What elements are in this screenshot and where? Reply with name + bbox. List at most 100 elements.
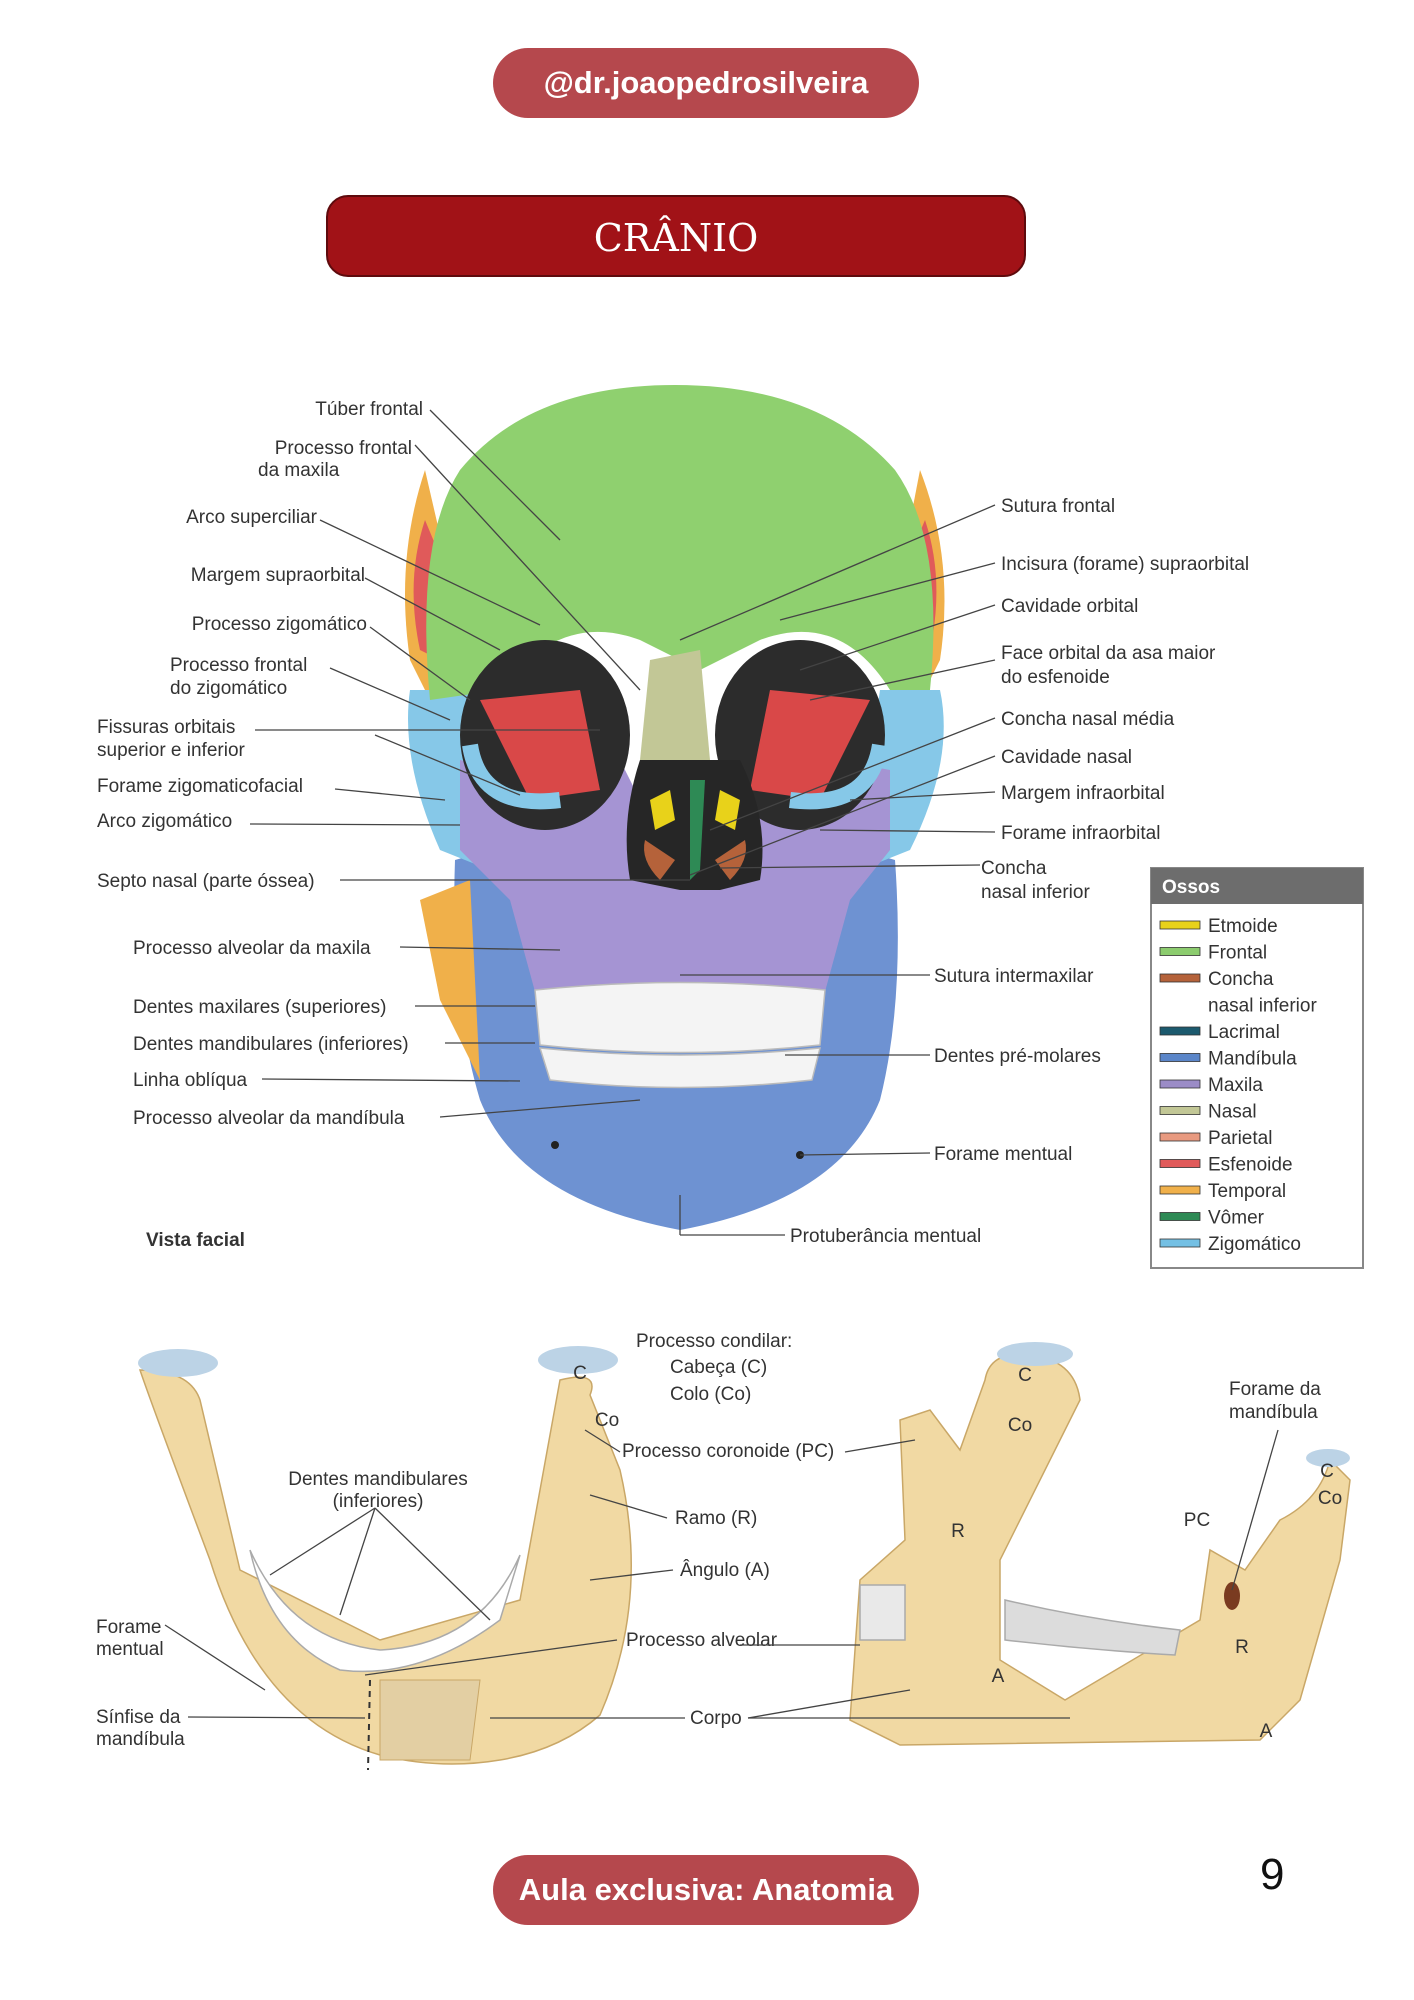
label-orbital-face-1: Face orbital da asa maior <box>1001 643 1216 664</box>
skull-leader-lines <box>249 409 996 1236</box>
label-inferior-concha-1: Concha <box>981 858 1047 879</box>
legend-label: nasal inferior <box>1208 996 1317 1017</box>
legend-label: Parietal <box>1208 1128 1272 1149</box>
mandibular-foramen <box>1224 1582 1240 1610</box>
label-frontal-process-maxilla-1: Processo frontal <box>275 438 412 459</box>
label-middle-concha: Concha nasal média <box>1001 709 1175 730</box>
label-symphysis-1: Sínfise da <box>96 1707 181 1728</box>
orbit-floor-right <box>789 743 888 810</box>
lateral-condyle-head-2 <box>1306 1449 1350 1467</box>
label-mandibular-foramen-1: Forame da <box>1229 1379 1321 1400</box>
letter-lateral-coronoid: PC <box>1184 1510 1210 1531</box>
label-orbital-fissures-2: superior e inferior <box>97 740 246 761</box>
label-supraorbital-notch: Incisura (forame) supraorbital <box>1001 554 1249 575</box>
label-symphysis-2: mandíbula <box>96 1729 185 1750</box>
lateral-condyle-head <box>997 1342 1073 1366</box>
footer-badge: Aula exclusiva: Anatomia <box>493 1855 919 1925</box>
legend-title: Ossos <box>1162 877 1220 898</box>
skull-left-labels: Túber frontal Processo frontal da maxila… <box>97 399 423 1251</box>
label-mandibular-teeth: Dentes mandibulares (inferiores) <box>133 1034 409 1055</box>
frontal-bone <box>426 385 934 700</box>
label-coronoid-process: Processo coronoide (PC) <box>622 1441 834 1462</box>
nasal-septum <box>690 780 705 880</box>
label-mental-protuberance: Protuberância mentual <box>790 1226 981 1247</box>
skull-right-labels: Sutura frontal Incisura (forame) supraor… <box>790 496 1249 1247</box>
letter-lateral-neck: Co <box>1008 1415 1032 1436</box>
nasal-bone <box>640 650 710 770</box>
mandible-front-labels: Processo condilar: Cabeça (C) Colo (Co) … <box>96 1331 834 1750</box>
label-condylar-neck: Colo (Co) <box>670 1384 751 1405</box>
legend-swatch <box>1159 1106 1201 1115</box>
legend-swatch <box>1159 1238 1201 1248</box>
page-number: 9 <box>1260 1850 1285 1899</box>
label-mental-foramen-2: mentual <box>96 1639 164 1660</box>
legend-swatch <box>1159 1159 1201 1168</box>
label-condylar-head: Cabeça (C) <box>670 1357 767 1378</box>
symphysis-trabecular <box>379 1679 481 1761</box>
letter-lateral2-neck: Co <box>1318 1488 1342 1509</box>
letter-front-neck: Co <box>595 1410 619 1431</box>
legend-swatch <box>1159 947 1201 956</box>
legend-swatch <box>1159 973 1201 983</box>
label-frontal-tuber: Túber frontal <box>315 399 423 420</box>
label-intermaxillary-suture: Sutura intermaxilar <box>934 966 1094 987</box>
lateral-teeth <box>1004 1599 1181 1656</box>
letter-lateral2-ramus: R <box>1235 1637 1249 1658</box>
lower-teeth <box>538 1047 821 1089</box>
inferior-concha-right <box>715 840 746 880</box>
inferior-concha-left <box>644 840 675 880</box>
orbit-sphenoid-right <box>750 690 870 800</box>
legend-label: Maxila <box>1208 1075 1263 1096</box>
label-angle: Ângulo (A) <box>680 1559 770 1581</box>
label-view: Vista facial <box>146 1230 245 1251</box>
mandible-lateral-illustration <box>849 1342 1351 1746</box>
orbit-sphenoid-left <box>480 690 600 800</box>
letter-lateral-head: C <box>1018 1365 1032 1386</box>
mandible-front-teeth <box>249 1549 521 1673</box>
orbit-floor-left <box>462 743 561 810</box>
mandible-lateral-labels: Forame da mandíbula C Co R A PC C Co R A <box>951 1365 1342 1742</box>
lateral-front-teeth <box>859 1584 906 1641</box>
ethmoid-concha-left <box>650 790 675 830</box>
label-orbital-cavity: Cavidade orbital <box>1001 596 1138 617</box>
legend-label: Vômer <box>1208 1208 1265 1229</box>
letter-lateral2-angle: A <box>1260 1721 1273 1742</box>
label-mental-foramen: Forame mentual <box>934 1144 1072 1165</box>
legend-label: Frontal <box>1208 943 1267 964</box>
label-supraorbital-margin: Margem supraorbital <box>191 565 365 586</box>
letter-lateral2-head: C <box>1320 1461 1334 1482</box>
skull-illustration <box>405 385 945 1230</box>
author-handle-badge: @dr.joaopedrosilveira <box>493 48 919 118</box>
mandible-lateral-leader-lines <box>740 1429 1279 1719</box>
mental-foramen-left <box>551 1141 559 1149</box>
label-oblique-line: Linha oblíqua <box>133 1070 248 1091</box>
mandible-front-bone <box>138 1369 632 1765</box>
legend-label: Nasal <box>1208 1102 1257 1123</box>
label-alveolar-process: Processo alveolar <box>626 1630 778 1651</box>
letter-front-head: C <box>573 1363 587 1384</box>
label-zygomatic-arch: Arco zigomático <box>97 811 232 832</box>
mandible-front-leader-lines <box>164 1429 685 1719</box>
condyle-right-head <box>538 1346 618 1374</box>
legend-swatch <box>1159 920 1201 930</box>
label-zygomatic-process: Processo zigomático <box>192 614 367 635</box>
label-nasal-septum: Septo nasal (parte óssea) <box>97 871 315 892</box>
symphysis-line <box>367 1679 371 1771</box>
label-alveolar-process-maxilla: Processo alveolar da maxila <box>133 938 371 959</box>
letter-lateral-ramus: R <box>951 1521 965 1542</box>
label-frontal-process-zygomatic-1: Processo frontal <box>170 655 307 676</box>
legend-label: Etmoide <box>1208 916 1278 937</box>
condyle-left-head <box>138 1349 218 1377</box>
mandible-front-illustration <box>138 1346 632 1771</box>
legend-box <box>1150 867 1364 1269</box>
label-frontal-suture: Sutura frontal <box>1001 496 1115 517</box>
legend-label: Concha <box>1208 969 1274 990</box>
legend-label: Lacrimal <box>1208 1022 1280 1043</box>
legend-swatch <box>1159 1212 1201 1221</box>
label-orbital-fissures-1: Fissuras orbitais <box>97 717 235 738</box>
label-inferior-concha-2: nasal inferior <box>981 882 1090 903</box>
label-frontal-process-maxilla-2: da maxila <box>258 460 340 481</box>
letter-lateral-angle: A <box>992 1666 1005 1687</box>
legend-swatch <box>1159 1026 1201 1036</box>
